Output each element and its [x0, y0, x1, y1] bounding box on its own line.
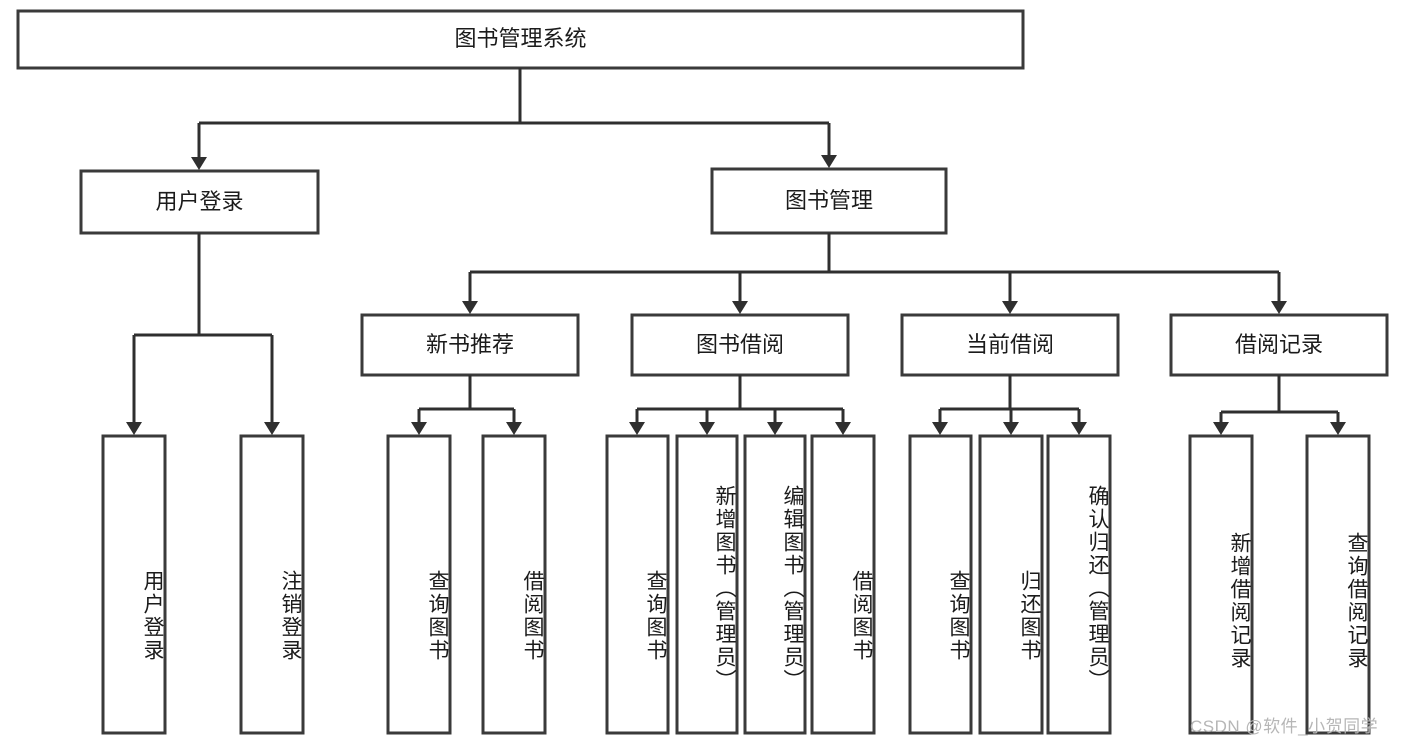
node-box-leaf-borrow-book-1[interactable] — [481, 434, 547, 735]
node-box-borrow-record[interactable] — [1169, 313, 1389, 377]
node-box-leaf-query-book-1[interactable] — [386, 434, 452, 735]
node-box-new-book-rec[interactable] — [360, 313, 580, 377]
node-box-root[interactable] — [16, 9, 1025, 70]
node-box-leaf-return-book[interactable] — [978, 434, 1044, 735]
node-box-book-borrow[interactable] — [630, 313, 850, 377]
node-box-leaf-query-book-2[interactable] — [605, 434, 670, 735]
node-box-leaf-user-login[interactable] — [101, 434, 167, 735]
node-box-leaf-borrow-book-2[interactable] — [810, 434, 876, 735]
node-box-user-login[interactable] — [79, 169, 320, 235]
csdn-watermark: CSDN @软件_小贺同学 — [1190, 717, 1379, 736]
node-box-leaf-logout[interactable] — [239, 434, 305, 735]
node-box-leaf-confirm-return[interactable] — [1046, 434, 1112, 735]
node-box-current-borrow[interactable] — [900, 313, 1120, 377]
node-box-leaf-add-record[interactable] — [1188, 434, 1254, 735]
node-box-leaf-query-book-3[interactable] — [908, 434, 973, 735]
node-box-book-manage[interactable] — [710, 167, 948, 235]
node-box-leaf-edit-book[interactable] — [743, 434, 807, 735]
node-box-leaf-query-record[interactable] — [1305, 434, 1371, 735]
node-box-leaf-add-book[interactable] — [675, 434, 739, 735]
